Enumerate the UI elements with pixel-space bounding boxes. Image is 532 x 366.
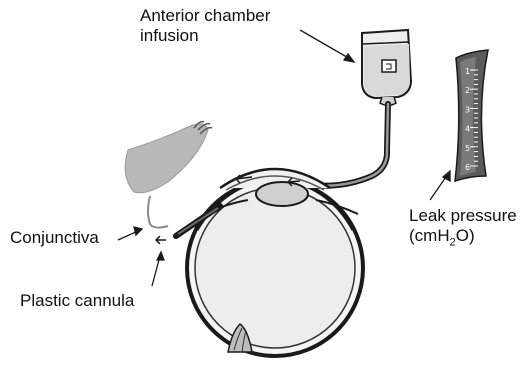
- bottle-label: [382, 60, 396, 72]
- conjunctiva-label: Conjunctiva: [10, 228, 99, 248]
- plastic-cannula-label: Plastic cannula: [20, 291, 134, 311]
- infusion-bottle: [362, 30, 411, 106]
- ruler-tick-label: 1: [465, 67, 470, 76]
- ruler-tick-label: 5: [465, 144, 470, 153]
- eyeball: [187, 169, 363, 356]
- ruler-tick-label: 3: [465, 105, 470, 114]
- lens: [256, 182, 308, 206]
- anterior-chamber-infusion-label: Anterior chamber infusion: [140, 6, 270, 46]
- ruler-tick-label: 2: [465, 86, 470, 95]
- ruler-tick-label: 4: [465, 125, 470, 134]
- conjunctiva: [125, 122, 212, 228]
- ruler-tick-label: 6: [465, 163, 470, 172]
- pressure-ruler: 1 2 3 4 5 6: [455, 50, 488, 181]
- leak-pressure-label: Leak pressure (cmH2O): [409, 206, 517, 252]
